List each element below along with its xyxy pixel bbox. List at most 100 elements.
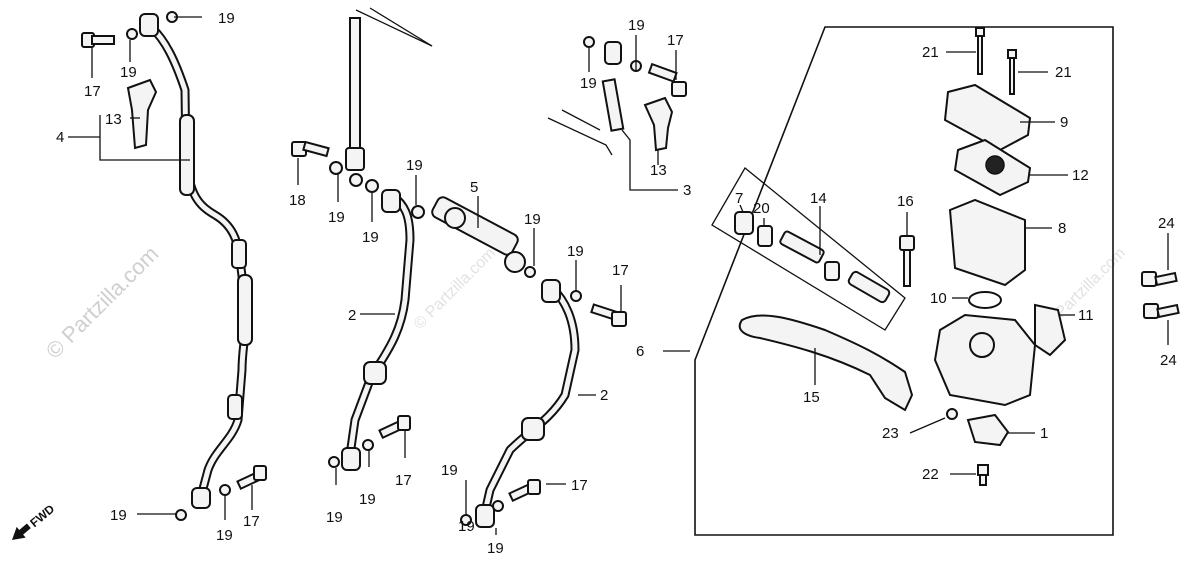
pipe-arrow <box>355 9 433 47</box>
sealing-washer[interactable] <box>362 439 374 451</box>
reservoir-screw[interactable] <box>975 27 985 75</box>
reservoir-body[interactable] <box>948 198 1026 287</box>
callout-17: 17 <box>571 477 588 494</box>
callout-18: 18 <box>289 192 306 209</box>
callout-21: 21 <box>1055 64 1072 81</box>
callout-8: 8 <box>1058 220 1066 237</box>
callout-7: 7 <box>735 190 743 207</box>
callout-15: 15 <box>803 389 820 406</box>
callout-12: 12 <box>1072 167 1089 184</box>
diaphragm-center <box>985 155 1005 175</box>
watermark-left: © Partzilla.com <box>41 241 164 364</box>
callout-2: 2 <box>600 387 608 404</box>
callout-21: 21 <box>922 44 939 61</box>
callout-19: 19 <box>120 64 137 81</box>
lever-pivot-bolt[interactable] <box>899 235 915 287</box>
callout-19: 19 <box>628 17 645 34</box>
callout-17: 17 <box>667 32 684 49</box>
sealing-washer[interactable] <box>175 509 187 521</box>
sealing-washer[interactable] <box>492 500 504 512</box>
fwd-label: FWD <box>27 502 57 531</box>
callout-24: 24 <box>1160 352 1177 369</box>
callout-1: 1 <box>1040 425 1048 442</box>
callout-17: 17 <box>612 262 629 279</box>
banjo-bolt[interactable] <box>291 140 330 158</box>
callout-13: 13 <box>105 111 122 128</box>
callout-22: 22 <box>922 466 939 483</box>
sealing-washer[interactable] <box>583 36 595 48</box>
stop-switch[interactable] <box>966 413 1010 447</box>
brake-pipe-upper[interactable] <box>601 41 625 132</box>
callout-13: 13 <box>650 162 667 179</box>
piston-kit[interactable] <box>734 211 891 304</box>
banjo-bolt[interactable] <box>378 415 411 440</box>
brake-hose-upper[interactable] <box>139 13 253 509</box>
callout-23: 23 <box>882 425 899 442</box>
sealing-washer[interactable] <box>570 290 582 302</box>
o-ring[interactable] <box>968 291 1002 309</box>
sealing-washer[interactable] <box>329 161 343 175</box>
leader-lines <box>68 16 1169 535</box>
forward-arrow-icon: FWD <box>12 502 57 540</box>
callout-2: 2 <box>348 307 356 324</box>
brake-lever[interactable] <box>738 314 914 412</box>
callout-5: 5 <box>470 179 478 196</box>
pipe-frame-line <box>561 109 601 131</box>
callout-19: 19 <box>328 209 345 226</box>
callout-16: 16 <box>897 193 914 210</box>
holder-bolt[interactable] <box>1143 303 1180 319</box>
three-way-joint[interactable] <box>411 195 526 273</box>
callout-6: 6 <box>636 343 644 360</box>
cylinder-bore <box>969 332 995 358</box>
callout-20: 20 <box>753 200 770 217</box>
watermark-center: © Partzilla.com <box>411 245 499 333</box>
banjo-bolt[interactable] <box>590 303 627 327</box>
brake-hose-lower-left[interactable] <box>341 189 415 471</box>
callout-11: 11 <box>1078 307 1094 324</box>
holder-bolt[interactable] <box>1141 271 1178 287</box>
callout-19: 19 <box>567 243 584 260</box>
callout-17: 17 <box>395 472 412 489</box>
hose-boot[interactable] <box>643 96 674 152</box>
banjo-bolt[interactable] <box>647 62 687 97</box>
callout-3: 3 <box>683 182 691 199</box>
callout-10: 10 <box>930 290 947 307</box>
sealing-washer[interactable] <box>365 179 379 193</box>
reservoir-cap[interactable] <box>943 83 1032 152</box>
callout-17: 17 <box>243 513 260 530</box>
sealing-washer[interactable] <box>524 266 536 278</box>
callout-19: 19 <box>362 229 379 246</box>
callout-19: 19 <box>441 462 458 479</box>
banjo-bolt[interactable] <box>508 479 541 503</box>
dust-seal[interactable] <box>946 408 958 420</box>
switch-screw[interactable] <box>977 464 989 486</box>
callout-17: 17 <box>84 83 101 100</box>
callout-4: 4 <box>56 129 64 146</box>
brake-pipe[interactable] <box>345 17 365 171</box>
callout-19: 19 <box>110 507 127 524</box>
piston-kit-frame <box>711 167 906 331</box>
callout-19: 19 <box>524 211 541 228</box>
brake-hose-lower-right[interactable] <box>475 279 580 528</box>
callout-19: 19 <box>359 491 376 508</box>
callout-9: 9 <box>1060 114 1068 131</box>
sealing-washer[interactable] <box>328 456 340 468</box>
mounting-bracket[interactable] <box>1034 303 1067 357</box>
callout-14: 14 <box>810 190 827 207</box>
master-cylinder-body[interactable] <box>933 313 1037 407</box>
assembly-frame <box>694 26 1114 536</box>
callout-19: 19 <box>218 10 235 27</box>
pipe-frame-line <box>369 7 433 47</box>
sealing-washer[interactable] <box>219 484 231 496</box>
callout-19: 19 <box>580 75 597 92</box>
sealing-washer[interactable] <box>349 173 363 187</box>
callout-19: 19 <box>216 527 233 544</box>
reservoir-screw[interactable] <box>1007 49 1017 95</box>
sealing-washer[interactable] <box>126 28 138 40</box>
callout-19: 19 <box>326 509 343 526</box>
banjo-bolt[interactable] <box>236 465 267 491</box>
hose-boot[interactable] <box>126 78 158 150</box>
callout-19: 19 <box>406 157 423 174</box>
banjo-bolt[interactable] <box>81 32 115 48</box>
